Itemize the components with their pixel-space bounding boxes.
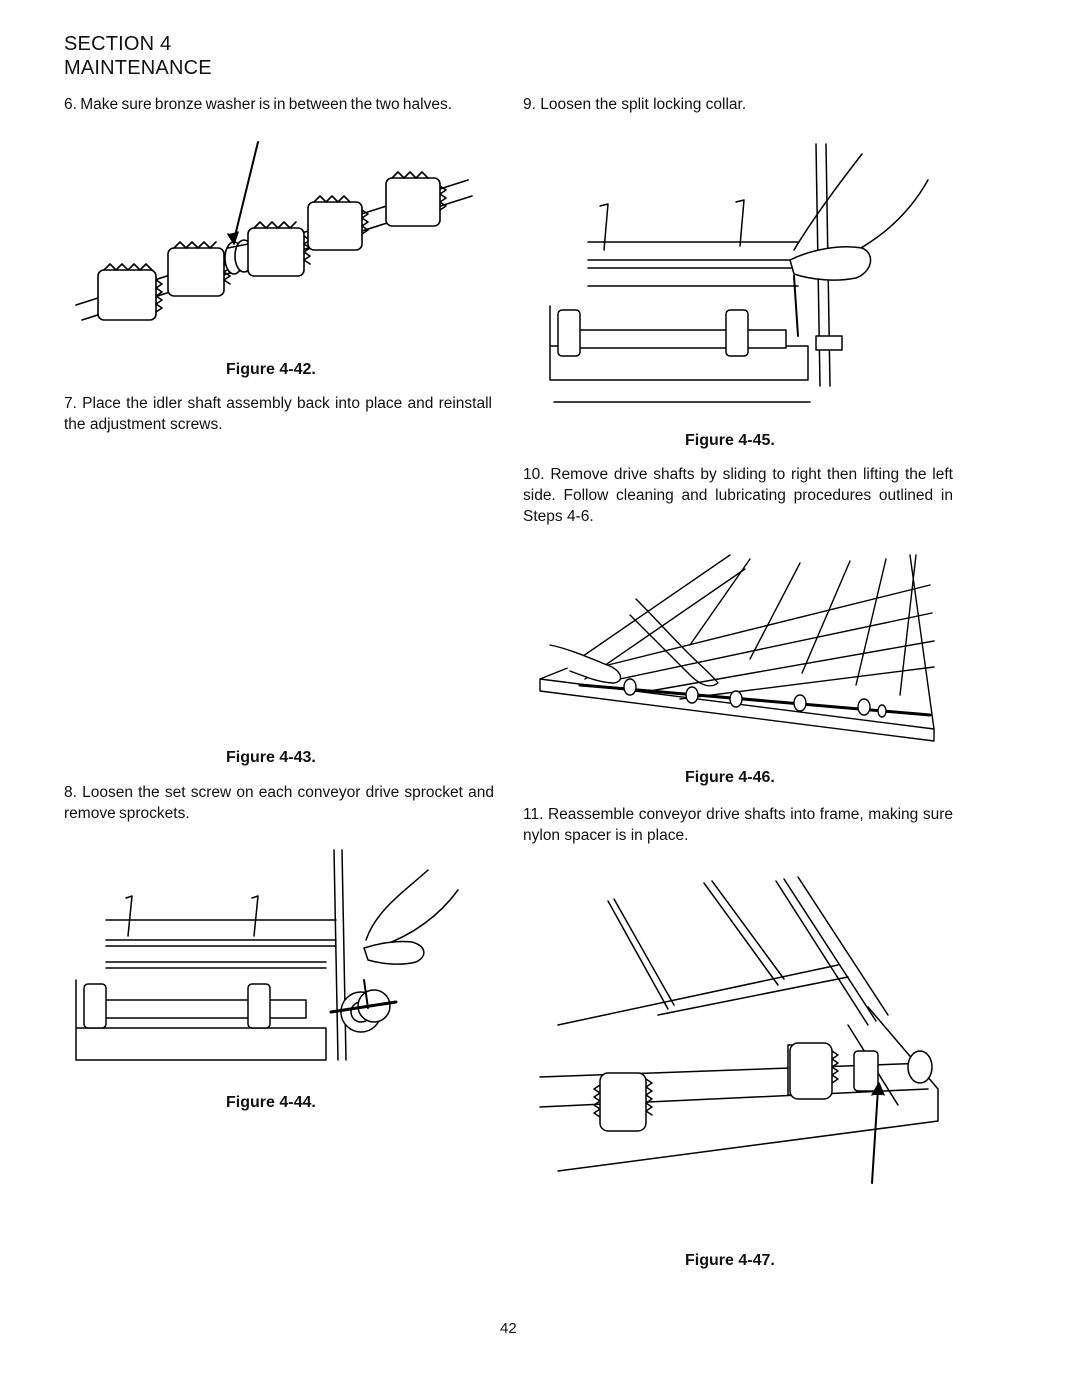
section-title: MAINTENANCE [64, 57, 212, 79]
step-7-text: 7. Place the idler shaft assembly back i… [64, 395, 492, 433]
section-header: SECTION 4 MAINTENANCE [64, 32, 212, 80]
step-10-text: 10. Remove drive shafts by sliding to ri… [523, 466, 953, 525]
figure-4-42-caption: Figure 4-42. [226, 361, 316, 378]
figure-4-47-caption: Figure 4-47. [685, 1252, 775, 1269]
step-9-text: 9. Loosen the split locking collar. [523, 96, 747, 113]
figure-4-45-collar-loosening-illustration [550, 140, 950, 408]
sprocket-5 [386, 172, 446, 226]
sprocket-4 [308, 196, 368, 250]
figure-4-44-caption: Figure 4-44. [226, 1094, 316, 1111]
figure-4-43-caption: Figure 4-43. [226, 749, 316, 766]
section-number: SECTION 4 [64, 33, 172, 55]
figure-4-45-caption: Figure 4-45. [685, 432, 775, 449]
step-11-text: 11. Reassemble conveyor drive shafts int… [523, 806, 953, 844]
figure-4-42-idler-shaft-illustration [68, 140, 478, 340]
figure-4-46-caption: Figure 4-46. [685, 769, 775, 786]
step-6-text: 6. Make sure bronze washer is in between… [64, 96, 453, 113]
page-number: 42 [500, 1320, 517, 1337]
sprocket-2 [168, 242, 230, 296]
sprocket-3 [248, 222, 310, 276]
figure-4-44-sprocket-removal-illustration [76, 850, 476, 1070]
step-8-text: 8. Loosen the set screw on each conveyor… [64, 784, 494, 822]
sprocket-1 [98, 264, 162, 320]
figure-4-46-drive-shaft-removal-illustration [540, 555, 940, 745]
figure-4-47-reassembly-illustration [538, 875, 942, 1205]
